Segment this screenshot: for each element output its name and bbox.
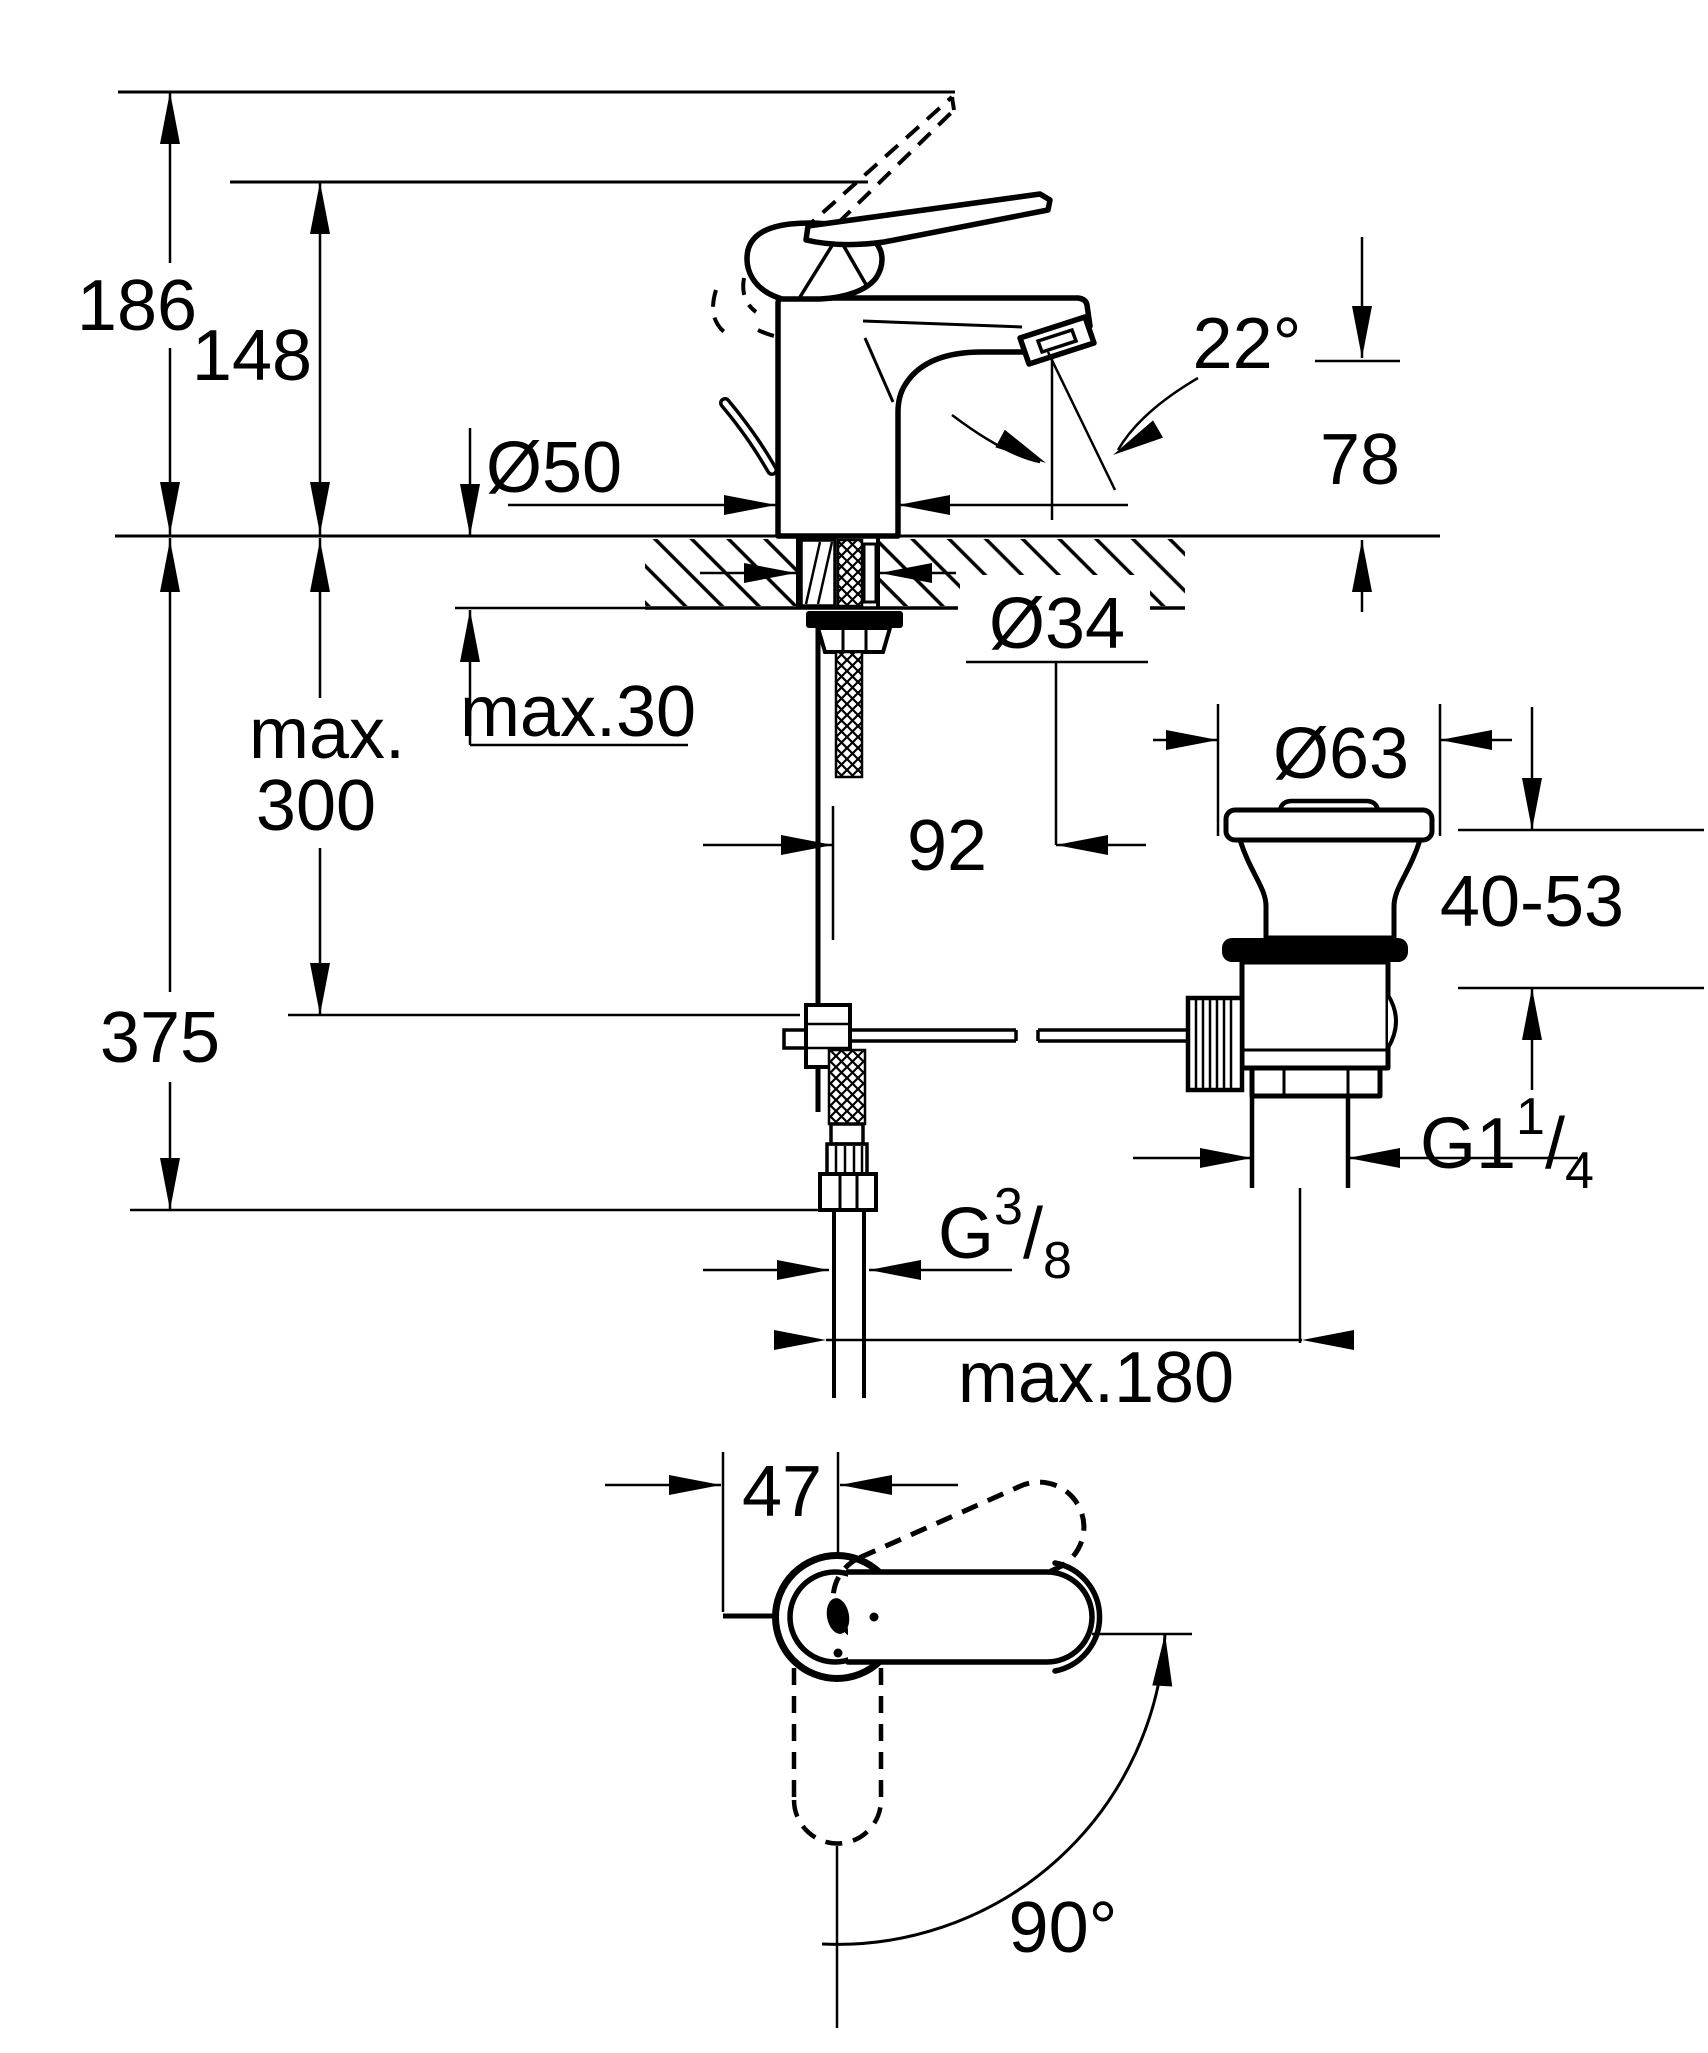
dim-waste-4053: 40-53 [1440,707,1704,1090]
horizontal-linkage-rod [850,1028,1186,1043]
label-g114: G11/4 [1420,1088,1594,1200]
label-47: 47 [742,1452,822,1532]
dim-offset-47: 47 [605,1452,958,1612]
label-148: 148 [192,316,312,396]
label-78: 78 [1320,420,1400,500]
hose-in-hole [836,538,864,608]
label-375: 375 [100,998,220,1078]
dim-offset-max180: max.180 [774,1330,1354,1418]
label-max180: max.180 [958,1338,1234,1418]
hose-braid-lower [827,1048,867,1126]
label-dia50: Ø50 [486,428,622,508]
valve-bulge [1386,993,1398,1050]
aerator [1017,314,1097,367]
supply-hose [782,612,1186,1398]
pop-up-drain [1185,798,1435,1343]
label-300: 300 [256,766,376,846]
label-186: 186 [77,266,197,346]
cartridge-slot [826,1598,850,1634]
dim-base-dia50: Ø50 [486,428,1128,515]
dim-height-186: 186 [77,92,197,536]
label-22deg: 22° [1193,304,1302,384]
drain-slip-nut [1249,1065,1383,1099]
dim-angle-22: 22° [951,304,1302,520]
dim-waste-dia63: Ø63 [1153,704,1512,836]
side-view: 186 148 375 max. 300 [77,90,1704,1418]
handle-lever [803,191,1053,248]
hose-braid-upper [834,650,864,779]
faucet [711,95,1097,539]
label-max30: max.30 [460,672,696,752]
dim-thread-g38: G3/8 [703,1178,1072,1290]
label-dia63: Ø63 [1273,714,1409,794]
dim-hole-dia34: Ø34 [700,563,1148,845]
dim-reach-92: 92 [703,806,1146,940]
aerator-slot [1035,327,1079,355]
handle-top-outline [845,1569,1095,1665]
hose-connection-nut [818,1172,878,1212]
plug-cap [1223,807,1435,843]
dim-depth-max300: max. 300 [249,538,800,1017]
label-92: 92 [907,806,987,886]
dim-deck-max30: max.30 [460,428,696,752]
drain-valve-body [1239,959,1391,1071]
spout-top-dashed [791,1668,884,1846]
dim-depth-375: 375 [100,538,818,1212]
cap-joint-line [862,319,1023,329]
body-break-line [863,337,895,403]
hose-collar [829,1122,865,1146]
label-dia34: Ø34 [989,584,1125,664]
mounting-washer [806,611,903,628]
label-g38: G3/8 [938,1178,1072,1290]
dim-height-148: 148 [192,182,330,536]
dim-spout-78: 78 [1315,237,1400,612]
label-max: max. [249,694,405,774]
label-90deg: 90° [1009,1888,1118,1968]
dim-thread-g114: G11/4 [1133,1088,1594,1200]
handle-end-ring [1052,1560,1103,1674]
pull-rod-knob [719,397,778,476]
drain-neck [1237,837,1423,941]
mounting-shank [799,538,903,654]
top-view: 47 90° [605,1452,1192,2028]
dim-swivel-90: 90° [821,1632,1192,1968]
label-4053: 40-53 [1440,862,1624,942]
drain-gasket [1222,938,1408,962]
rod-guide [862,542,878,604]
mounting-nut [815,626,893,654]
